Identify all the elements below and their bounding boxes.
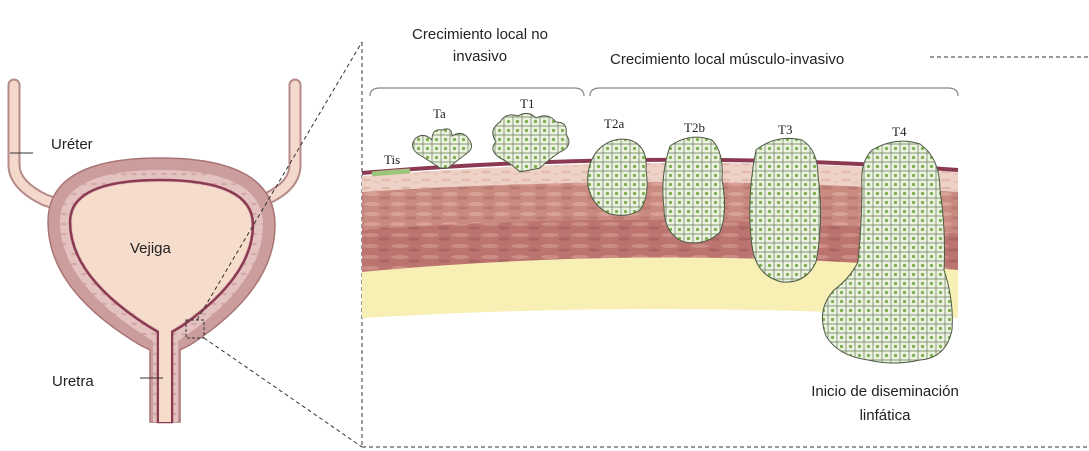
stage-label-t2a: T2a <box>604 116 624 132</box>
tumor-t3 <box>750 138 821 282</box>
stage-label-t2b: T2b <box>684 120 705 136</box>
ureter-label: Uréter <box>51 136 93 154</box>
stage-label-ta: Ta <box>433 106 446 122</box>
tumor-ta <box>412 129 471 168</box>
stage-label-t4: T4 <box>892 124 906 140</box>
tis-segment <box>372 171 410 174</box>
lymphatic-line-1: Inicio de diseminación <box>770 383 1000 401</box>
non-invasive-line-2: invasivo <box>370 48 590 66</box>
muscle-invasive-bracket <box>590 88 958 96</box>
muscle-invasive-group-label: Crecimiento local músculo-invasivo <box>610 51 844 69</box>
lymphatic-line-2: linfática <box>770 407 1000 425</box>
lymphatic-spread-label: Inicio de diseminación linfática <box>770 383 1000 425</box>
stage-label-tis: Tis <box>384 152 400 168</box>
tumor-t2a <box>588 139 647 215</box>
non-invasive-group-label: Crecimiento local no invasivo <box>370 26 590 66</box>
bladder-label: Vejiga <box>130 240 171 258</box>
stage-label-t3: T3 <box>778 122 792 138</box>
urethra-label: Uretra <box>52 373 94 391</box>
tumor-t2b <box>663 137 725 243</box>
non-invasive-line-1: Crecimiento local no <box>370 26 590 44</box>
stage-label-t1: T1 <box>520 96 534 112</box>
non-invasive-bracket <box>370 88 584 96</box>
